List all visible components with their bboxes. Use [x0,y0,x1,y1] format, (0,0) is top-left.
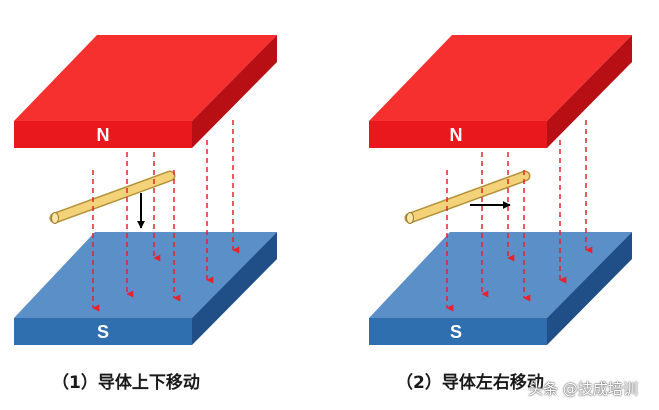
panel-2: S N [369,35,632,345]
south-magnet-1: S [14,232,277,345]
magnetic-field-lines-1 [92,120,240,312]
north-magnet-2: N [369,35,632,148]
north-magnet-top-face [14,35,277,121]
south-magnet-front-face [369,318,547,345]
north-pole-label: N [450,125,463,145]
north-magnet-1: N [14,35,277,148]
watermark: 头条 @技成培训 [528,380,638,398]
south-magnet-front-face [14,318,192,345]
caption-panel-1: （1）导体上下移动 [52,373,200,393]
north-magnet-top-face [369,35,632,121]
south-magnet-2: S [369,232,632,345]
conductor-rod-1 [49,170,176,224]
south-magnet-top-face [14,232,277,318]
north-magnet-side-face [192,35,277,148]
north-magnet-front-face [369,121,547,148]
south-magnet-top-face [369,232,632,318]
south-pole-label: S [450,322,462,342]
south-magnet-side-face [192,232,277,345]
south-pole-label: S [97,322,109,342]
north-magnet-front-face [14,121,192,148]
magnetic-field-lines-2 [446,120,593,312]
south-magnet-side-face [547,232,632,345]
caption-panel-2: （2）导体左右移动 [396,373,544,393]
north-pole-label: N [97,125,110,145]
north-magnet-side-face [547,35,632,148]
conductor-rod-2 [404,170,531,224]
panel-1: S N [14,35,277,345]
